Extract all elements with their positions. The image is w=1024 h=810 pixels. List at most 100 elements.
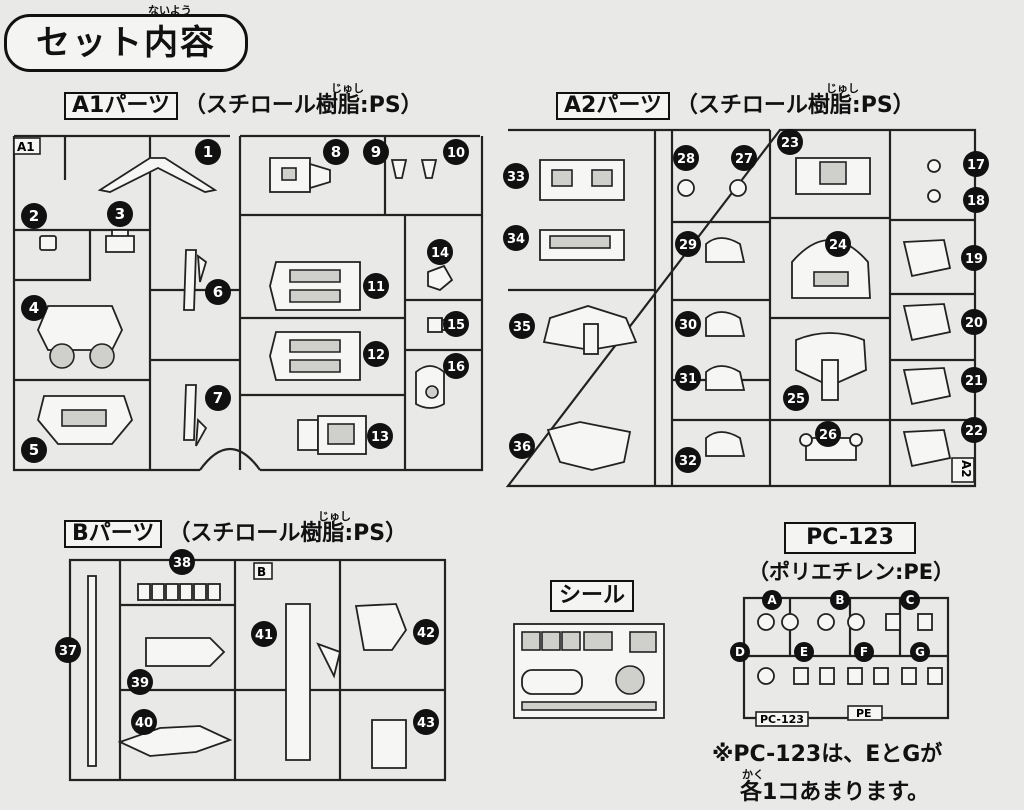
a2-ruby: じゅし <box>826 82 859 95</box>
part-marker-a1-11 <box>363 273 389 299</box>
part-number-a1-15: 15 <box>447 318 465 333</box>
part-number-a2-29: 29 <box>679 238 697 253</box>
part-number-a1-7: 7 <box>213 389 223 407</box>
a2-label: A2パーツ <box>556 92 670 120</box>
part-number-a2-35: 35 <box>513 320 531 335</box>
part-number-a1-13: 13 <box>371 430 389 445</box>
part-marker-a2-29 <box>675 231 701 257</box>
part-number-a1-4: 4 <box>29 299 39 317</box>
part-marker-pc-C <box>900 590 920 610</box>
pc-material: （ポリエチレン:PE） <box>748 560 955 584</box>
part-number-b-37: 37 <box>59 644 77 659</box>
part-marker-a1-13 <box>367 423 393 449</box>
part-number-b-38: 38 <box>173 556 191 571</box>
pe-tag: PE <box>856 707 872 720</box>
part-number-a2-25: 25 <box>787 392 805 407</box>
part-marker-pc-A <box>762 590 782 610</box>
part-number-a2-26: 26 <box>819 428 837 443</box>
note-ruby: かく <box>742 768 764 781</box>
part-number-a2-34: 34 <box>507 232 525 247</box>
a1-tag: A1 <box>17 140 35 154</box>
part-marker-a2-27 <box>731 145 757 171</box>
part-marker-pc-B <box>830 590 850 610</box>
part-marker-a1-9 <box>363 139 389 165</box>
b-tag: B <box>257 565 266 579</box>
note-line-2: 各1コあまります。 <box>740 780 930 805</box>
title-ruby: ないよう <box>148 4 192 17</box>
part-marker-a2-26 <box>815 421 841 447</box>
part-number-a1-11: 11 <box>367 280 385 295</box>
part-number-a2-24: 24 <box>829 238 847 253</box>
part-number-b-39: 39 <box>131 676 149 691</box>
part-number-a2-17: 17 <box>967 158 985 173</box>
pc-label: PC-123 <box>784 522 916 554</box>
pc-tag: PC-123 <box>760 713 804 726</box>
part-number-a2-30: 30 <box>679 318 697 333</box>
part-marker-pc-D <box>730 642 750 662</box>
seal-label: シール <box>550 580 634 612</box>
part-number-a2-31: 31 <box>679 372 697 387</box>
part-number-pc-D: D <box>735 645 745 659</box>
b-header: Bパーツ（スチロール樹脂:PS） <box>64 520 407 548</box>
pc-runner: PC-123 PE <box>742 596 950 727</box>
a2-tag: A2 <box>959 460 973 478</box>
part-marker-a1-10 <box>443 139 469 165</box>
part-marker-a2-19 <box>961 245 987 271</box>
part-number-a1-8: 8 <box>331 143 341 161</box>
part-marker-b-40 <box>131 709 157 735</box>
part-number-b-40: 40 <box>135 716 153 731</box>
part-number-pc-G: G <box>915 645 925 659</box>
b-ruby: じゅし <box>318 510 351 523</box>
a2-header: A2パーツ（スチロール樹脂:PS） <box>556 92 915 120</box>
part-number-a1-5: 5 <box>29 441 39 459</box>
part-marker-a2-22 <box>961 417 987 443</box>
part-marker-pc-G <box>910 642 930 662</box>
part-number-b-43: 43 <box>417 716 435 731</box>
b-label: Bパーツ <box>64 520 163 548</box>
part-marker-a1-16 <box>443 353 469 379</box>
part-marker-b-39 <box>127 669 153 695</box>
seal-sheet <box>513 623 665 719</box>
part-number-a2-23: 23 <box>781 136 799 151</box>
part-number-a2-27: 27 <box>735 152 753 167</box>
part-number-pc-F: F <box>860 645 868 659</box>
a2-material: （スチロール樹脂:PS） <box>675 93 915 118</box>
part-marker-a1-15 <box>443 311 469 337</box>
part-marker-b-43 <box>413 709 439 735</box>
part-number-a1-6: 6 <box>213 283 223 301</box>
part-marker-b-41 <box>251 621 277 647</box>
part-marker-a2-30 <box>675 311 701 337</box>
part-number-a2-20: 20 <box>965 316 983 331</box>
a1-runner: A1 <box>12 134 484 472</box>
part-marker-a1-1 <box>195 139 221 165</box>
part-marker-a2-31 <box>675 365 701 391</box>
part-number-a1-12: 12 <box>367 348 385 363</box>
part-marker-a1-5 <box>21 437 47 463</box>
b-runner: B <box>68 558 447 782</box>
part-marker-a1-3 <box>107 201 133 227</box>
part-marker-a2-28 <box>673 145 699 171</box>
part-marker-a2-34 <box>503 225 529 251</box>
part-number-pc-E: E <box>800 645 808 659</box>
a1-header: A1パーツ（スチロール樹脂:PS） <box>64 92 423 120</box>
a1-ruby: じゅし <box>331 82 364 95</box>
part-marker-a1-2 <box>21 203 47 229</box>
part-marker-a1-7 <box>205 385 231 411</box>
part-marker-a2-20 <box>961 309 987 335</box>
part-marker-b-42 <box>413 619 439 645</box>
part-marker-pc-F <box>854 642 874 662</box>
part-marker-a2-18 <box>963 187 989 213</box>
part-number-a1-16: 16 <box>447 360 465 375</box>
part-number-pc-B: B <box>835 593 844 607</box>
a2-runner: A2 <box>505 128 977 488</box>
part-marker-b-38 <box>169 549 195 575</box>
part-marker-b-37 <box>55 637 81 663</box>
a1-material: （スチロール樹脂:PS） <box>183 93 423 118</box>
part-number-pc-A: A <box>767 593 777 607</box>
part-number-a2-28: 28 <box>677 152 695 167</box>
a1-label: A1パーツ <box>64 92 178 120</box>
part-number-a2-32: 32 <box>679 454 697 469</box>
part-number-a2-18: 18 <box>967 194 985 209</box>
